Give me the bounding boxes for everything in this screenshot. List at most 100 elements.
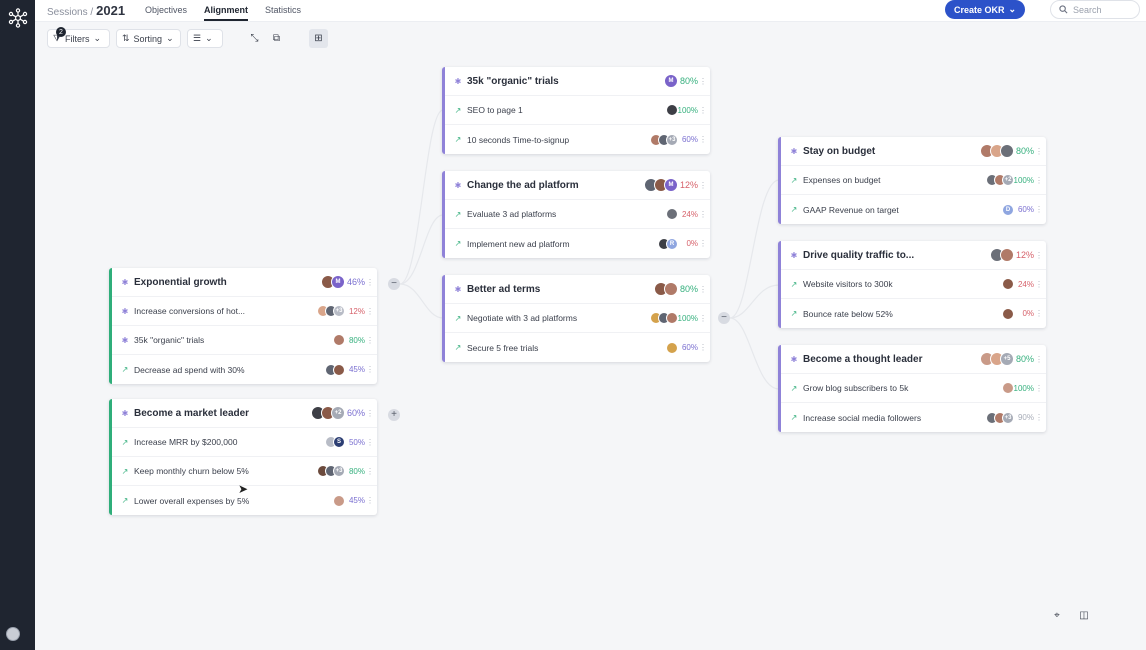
key-result-row[interactable]: ↗ Evaluate 3 ad platforms 24% ⋮ bbox=[445, 200, 710, 229]
key-result-row[interactable]: ↗ Increase MRR by $200,000 S 50% ⋮ bbox=[112, 428, 377, 457]
key-result-row[interactable]: ↗ 10 seconds Time-to-signup +3 60% ⋮ bbox=[445, 125, 710, 154]
tab-alignment[interactable]: Alignment bbox=[204, 5, 249, 21]
filters-button[interactable]: ⧩ 2 Filters ⌄ bbox=[47, 27, 110, 48]
key-result-title: Keep monthly churn below 5% bbox=[134, 466, 249, 476]
key-result-row[interactable]: ↗ Keep monthly churn below 5% +3 80% ⋮ bbox=[112, 457, 377, 486]
owner-avatars bbox=[666, 208, 678, 220]
objective-card[interactable]: ✱ Become a thought leader +5 80% ⋮ ↗ Gro… bbox=[778, 345, 1046, 432]
more-options-icon[interactable]: ⋮ bbox=[366, 306, 374, 316]
trend-icon: ↗ bbox=[121, 466, 129, 476]
key-result-row[interactable]: ↗ Negotiate with 3 ad platforms 100% ⋮ bbox=[445, 304, 710, 333]
more-options-icon[interactable]: ⋮ bbox=[1035, 413, 1043, 422]
more-options-icon[interactable]: ⋮ bbox=[699, 239, 707, 248]
objective-card[interactable]: ✱ Better ad terms 80% ⋮ ↗ Negotiate with… bbox=[442, 275, 710, 362]
more-options-icon[interactable]: ⋮ bbox=[699, 313, 707, 323]
owner-avatars: +2 bbox=[986, 174, 1014, 186]
more-options-icon[interactable]: ⋮ bbox=[699, 209, 707, 219]
collapse-all-icon[interactable]: ⤡ bbox=[250, 33, 259, 44]
objective-row[interactable]: ✱ 35k "organic" trials M 80% ⋮ bbox=[445, 67, 710, 96]
progress-percent: 24% bbox=[681, 209, 698, 219]
collapse-children-button[interactable]: − bbox=[388, 278, 400, 290]
objective-row[interactable]: ✱ Change the ad platform M 12% ⋮ bbox=[445, 171, 710, 200]
trend-icon: ↗ bbox=[790, 309, 798, 318]
app-logo-icon[interactable] bbox=[8, 8, 28, 28]
zoom-icon[interactable]: ◫ bbox=[1079, 610, 1089, 621]
more-options-icon[interactable]: ⋮ bbox=[366, 335, 374, 345]
objective-card[interactable]: ✱ 35k "organic" trials M 80% ⋮ ↗ SEO to … bbox=[442, 67, 710, 154]
owner-avatars bbox=[1002, 278, 1014, 290]
more-options-icon[interactable]: ⋮ bbox=[699, 76, 707, 86]
objective-title: Become a thought leader bbox=[803, 353, 923, 365]
recenter-icon[interactable]: ⌖ bbox=[1054, 610, 1060, 621]
key-result-row[interactable]: ↗ Bounce rate below 52% 0% ⋮ bbox=[781, 299, 1046, 328]
more-options-icon[interactable]: ⋮ bbox=[366, 437, 374, 447]
user-avatar[interactable] bbox=[6, 627, 20, 641]
sorting-label: Sorting bbox=[133, 33, 163, 44]
avatar bbox=[1000, 144, 1014, 158]
key-result-row[interactable]: ↗ SEO to page 1 100% ⋮ bbox=[445, 96, 710, 125]
key-result-row[interactable]: ↗ Increase social media followers +3 90%… bbox=[781, 403, 1046, 432]
more-options-icon[interactable]: ⋮ bbox=[1035, 250, 1043, 260]
more-options-icon[interactable]: ⋮ bbox=[1035, 279, 1043, 289]
key-result-row[interactable]: ↗ Implement new ad platform R 0% ⋮ bbox=[445, 229, 710, 258]
key-result-row[interactable]: ↗ Decrease ad spend with 30% 45% ⋮ bbox=[112, 355, 377, 384]
more-options-icon[interactable]: ⋮ bbox=[1035, 309, 1043, 318]
more-options-icon[interactable]: ⋮ bbox=[699, 135, 707, 144]
collapse-children-button[interactable]: − bbox=[718, 312, 730, 324]
breadcrumb-parent[interactable]: Sessions / bbox=[47, 7, 94, 18]
key-result-row[interactable]: ↗ Expenses on budget +2 100% ⋮ bbox=[781, 166, 1046, 195]
group-by-button[interactable]: ☰ ⌄ bbox=[187, 29, 223, 48]
objective-card[interactable]: ✱ Drive quality traffic to... 12% ⋮ ↗ We… bbox=[778, 241, 1046, 328]
objective-card[interactable]: ✱ Stay on budget 80% ⋮ ↗ Expenses on bud… bbox=[778, 137, 1046, 224]
more-options-icon[interactable]: ⋮ bbox=[366, 277, 374, 287]
more-options-icon[interactable]: ⋮ bbox=[1035, 383, 1043, 393]
objective-row[interactable]: ✱ Become a thought leader +5 80% ⋮ bbox=[781, 345, 1046, 374]
more-options-icon[interactable]: ⋮ bbox=[1035, 205, 1043, 214]
more-options-icon[interactable]: ⋮ bbox=[366, 408, 374, 418]
trend-icon: ↗ bbox=[121, 437, 129, 447]
top-bar: Sessions /2021 Objectives Alignment Stat… bbox=[35, 0, 1146, 22]
key-result-row[interactable]: ✱ 35k "organic" trials 80% ⋮ bbox=[112, 326, 377, 355]
more-options-icon[interactable]: ⋮ bbox=[699, 105, 707, 115]
avatar: D bbox=[1002, 203, 1014, 216]
avatar bbox=[666, 208, 678, 220]
avatar bbox=[333, 334, 345, 346]
more-options-icon[interactable]: ⋮ bbox=[699, 343, 707, 352]
more-options-icon[interactable]: ⋮ bbox=[366, 466, 374, 476]
key-result-row[interactable]: ↗ Website visitors to 300k 24% ⋮ bbox=[781, 270, 1046, 299]
key-result-row[interactable]: ↗ Secure 5 free trials 60% ⋮ bbox=[445, 333, 710, 362]
objective-row[interactable]: ✱ Exponential growth M 46% ⋮ bbox=[112, 268, 377, 297]
more-options-icon[interactable]: ⋮ bbox=[699, 180, 707, 190]
objective-card[interactable]: ✱ Exponential growth M 46% ⋮ ✱ Increase … bbox=[109, 268, 377, 384]
objective-row[interactable]: ✱ Become a market leader +2 60% ⋮ bbox=[112, 399, 377, 428]
key-result-row[interactable]: ↗ Lower overall expenses by 5% 45% ⋮ bbox=[112, 486, 377, 515]
layout-toggle-icon[interactable]: ⊞ bbox=[309, 29, 328, 48]
create-okr-button[interactable]: Create OKR ⌄ bbox=[945, 0, 1025, 19]
more-options-icon[interactable]: ⋮ bbox=[366, 365, 374, 374]
expand-children-button[interactable]: + bbox=[388, 409, 400, 421]
objective-card[interactable]: ✱ Change the ad platform M 12% ⋮ ↗ Evalu… bbox=[442, 171, 710, 258]
breadcrumb-year[interactable]: 2021 bbox=[96, 3, 126, 18]
objective-card[interactable]: ✱ Become a market leader +2 60% ⋮ ↗ Incr… bbox=[109, 399, 377, 515]
sorting-button[interactable]: ⇅ Sorting ⌄ bbox=[116, 29, 181, 48]
objective-row[interactable]: ✱ Better ad terms 80% ⋮ bbox=[445, 275, 710, 304]
avatar-more-count: +5 bbox=[1000, 352, 1014, 366]
tab-objectives[interactable]: Objectives bbox=[145, 5, 188, 15]
more-options-icon[interactable]: ⋮ bbox=[366, 496, 374, 505]
more-options-icon[interactable]: ⋮ bbox=[1035, 354, 1043, 364]
expand-all-icon[interactable]: ⧉ bbox=[272, 33, 281, 44]
more-options-icon[interactable]: ⋮ bbox=[699, 284, 707, 294]
key-result-row[interactable]: ↗ Grow blog subscribers to 5k 100% ⋮ bbox=[781, 374, 1046, 403]
key-result-row[interactable]: ✱ Increase conversions of hot... +3 12% … bbox=[112, 297, 377, 326]
objective-row[interactable]: ✱ Drive quality traffic to... 12% ⋮ bbox=[781, 241, 1046, 270]
more-options-icon[interactable]: ⋮ bbox=[1035, 175, 1043, 185]
objective-row[interactable]: ✱ Stay on budget 80% ⋮ bbox=[781, 137, 1046, 166]
progress-percent: 80% bbox=[1015, 146, 1034, 156]
tab-statistics[interactable]: Statistics bbox=[265, 5, 302, 15]
key-result-row[interactable]: ↗ GAAP Revenue on target D 60% ⋮ bbox=[781, 195, 1046, 224]
more-options-icon[interactable]: ⋮ bbox=[1035, 146, 1043, 156]
search-input[interactable]: Search bbox=[1050, 0, 1140, 19]
owner-avatars: +3 bbox=[650, 133, 678, 146]
avatar: M bbox=[331, 275, 345, 289]
trend-icon: ↗ bbox=[454, 343, 462, 352]
